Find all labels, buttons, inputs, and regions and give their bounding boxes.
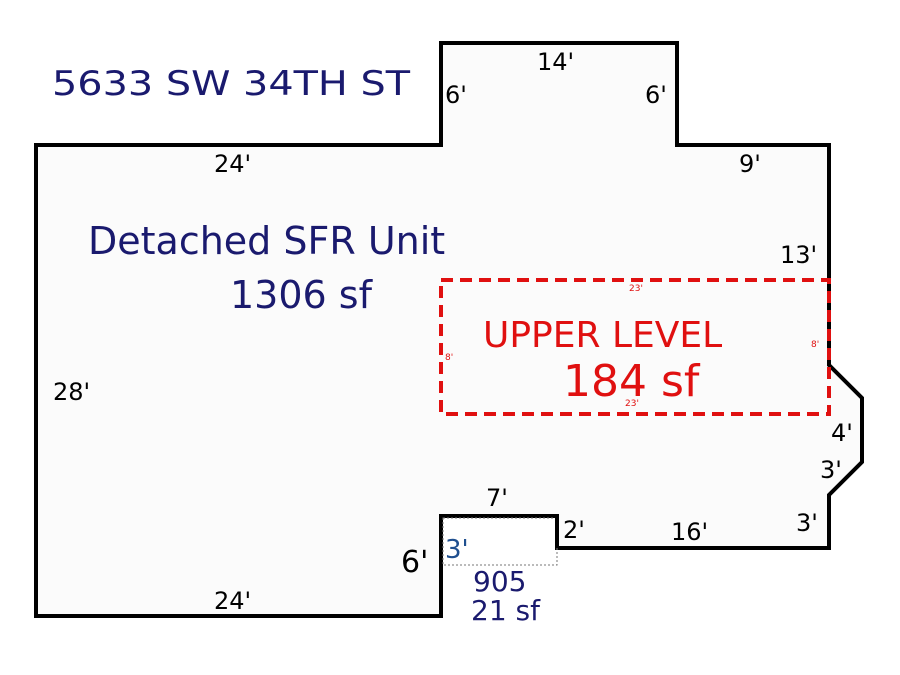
upper-dim-right: 8' [811, 340, 819, 350]
dim-right-upper: 13' [780, 241, 817, 269]
dim-left-side: 28' [53, 378, 90, 406]
dim-bottom-mid: 16' [671, 518, 708, 546]
unit-name-label: Detached SFR Unit [88, 219, 445, 263]
dim-bump-left: 6' [445, 81, 467, 109]
dim-notch-left: 6' [401, 545, 428, 580]
upper-level-outline [439, 278, 831, 416]
dim-right-lower: 3' [796, 509, 818, 537]
dim-top-right: 9' [739, 150, 761, 178]
dim-right-angle-lower: 3' [820, 456, 842, 484]
dim-top-bump: 14' [537, 48, 574, 76]
dim-notch-top: 7' [486, 484, 508, 512]
dim-bump-right: 6' [645, 81, 667, 109]
upper-level-area: 184 sf [563, 356, 701, 407]
small-area-area: 21 sf [471, 594, 541, 627]
unit-area-label: 1306 sf [230, 273, 374, 317]
small-area-code: 905 [473, 565, 526, 598]
dim-top-left: 24' [214, 150, 251, 178]
dim-right-angle-upper: 4' [831, 419, 853, 447]
building-outline [34, 41, 864, 618]
address-label: 5633 SW 34TH ST [52, 64, 410, 104]
dim-bottom-left: 24' [214, 587, 251, 615]
upper-level-name: UPPER LEVEL [483, 315, 722, 356]
dim-notch-right: 2' [563, 516, 585, 544]
upper-dim-left: 8' [445, 353, 453, 363]
small-area-dim: 3' [445, 535, 469, 565]
upper-dim-bottom: 23' [625, 399, 639, 409]
upper-dim-top: 23' [629, 284, 643, 294]
